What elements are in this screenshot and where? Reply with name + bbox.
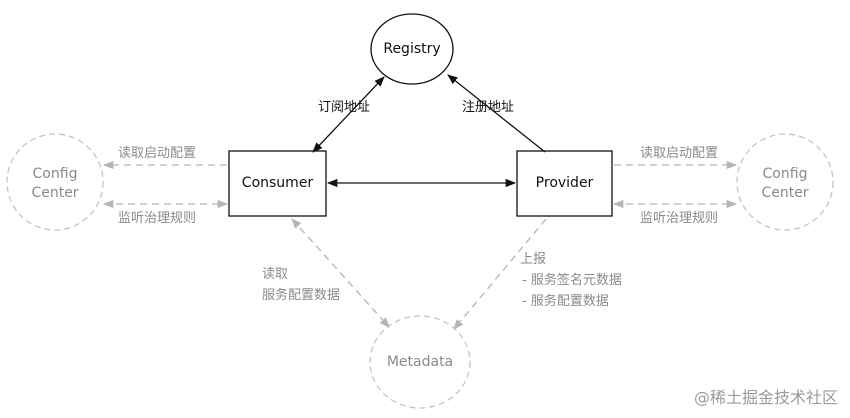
provider-report-item2: - 服务配置数据: [522, 294, 609, 309]
consumer-label: Consumer: [241, 175, 314, 191]
config-center-left-label-line1: Config: [32, 166, 78, 182]
provider-label: Provider: [535, 175, 594, 191]
consumer-metadata-arrow: [291, 218, 390, 328]
metadata-label: Metadata: [386, 354, 454, 370]
provider-report-title: 上报: [520, 252, 547, 267]
consumer-read-label-line2: 服务配置数据: [262, 288, 341, 303]
metadata-node: [369, 315, 471, 409]
watermark: @稀土掘金技术社区: [693, 388, 838, 407]
consumer-read-label-line1: 读取: [262, 267, 289, 282]
config-center-right-label-line1: Config: [762, 166, 808, 182]
subscribe-label: 订阅地址: [318, 100, 371, 115]
provider-node: [516, 150, 613, 217]
registry-label: Registry: [383, 41, 441, 57]
right-listen-rules-label: 监听治理规则: [640, 211, 719, 226]
config-center-right-label-line2: Center: [761, 185, 809, 201]
subscribe-arrow: [312, 76, 385, 153]
provider-report-item1: - 服务签名元数据: [522, 273, 622, 288]
left-listen-rules-label: 监听治理规则: [118, 211, 197, 226]
left-read-config-label: 读取启动配置: [118, 146, 197, 161]
register-arrow: [447, 74, 546, 153]
config-center-left-node: [6, 133, 104, 231]
consumer-node: [228, 150, 327, 217]
registry-node: [370, 13, 454, 85]
config-center-right-node: [736, 133, 834, 231]
config-center-left-label-line2: Center: [31, 185, 79, 201]
right-read-config-label: 读取启动配置: [640, 146, 719, 161]
register-label: 注册地址: [462, 100, 515, 115]
